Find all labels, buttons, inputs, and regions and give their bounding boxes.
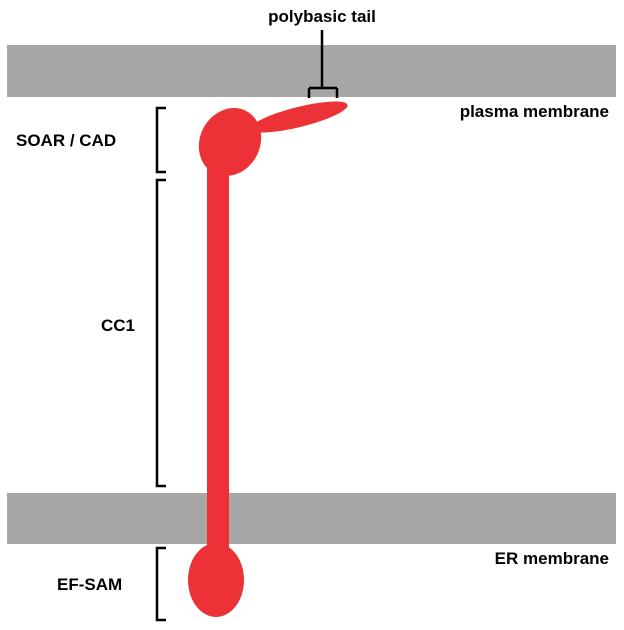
bracket-cc1	[155, 178, 166, 488]
cc1-stalk	[207, 160, 229, 560]
bracket-polybasic-tail	[307, 30, 339, 98]
label-er-membrane: ER membrane	[495, 549, 609, 568]
label-plasma-membrane: plasma membrane	[460, 102, 609, 121]
label-polybasic-tail: polybasic tail	[268, 7, 376, 26]
soar-cad-domain	[198, 108, 262, 176]
polybasic-tail-domain	[250, 101, 348, 133]
bracket-soar-cad	[155, 106, 166, 174]
bracket-ef-sam	[155, 546, 166, 622]
stim1-protein	[188, 101, 348, 617]
er-membrane-band	[7, 493, 616, 544]
label-ef-sam: EF-SAM	[57, 575, 122, 594]
ef-sam-domain	[188, 543, 244, 617]
label-soar-cad: SOAR / CAD	[16, 131, 116, 150]
label-cc1: CC1	[101, 316, 135, 335]
